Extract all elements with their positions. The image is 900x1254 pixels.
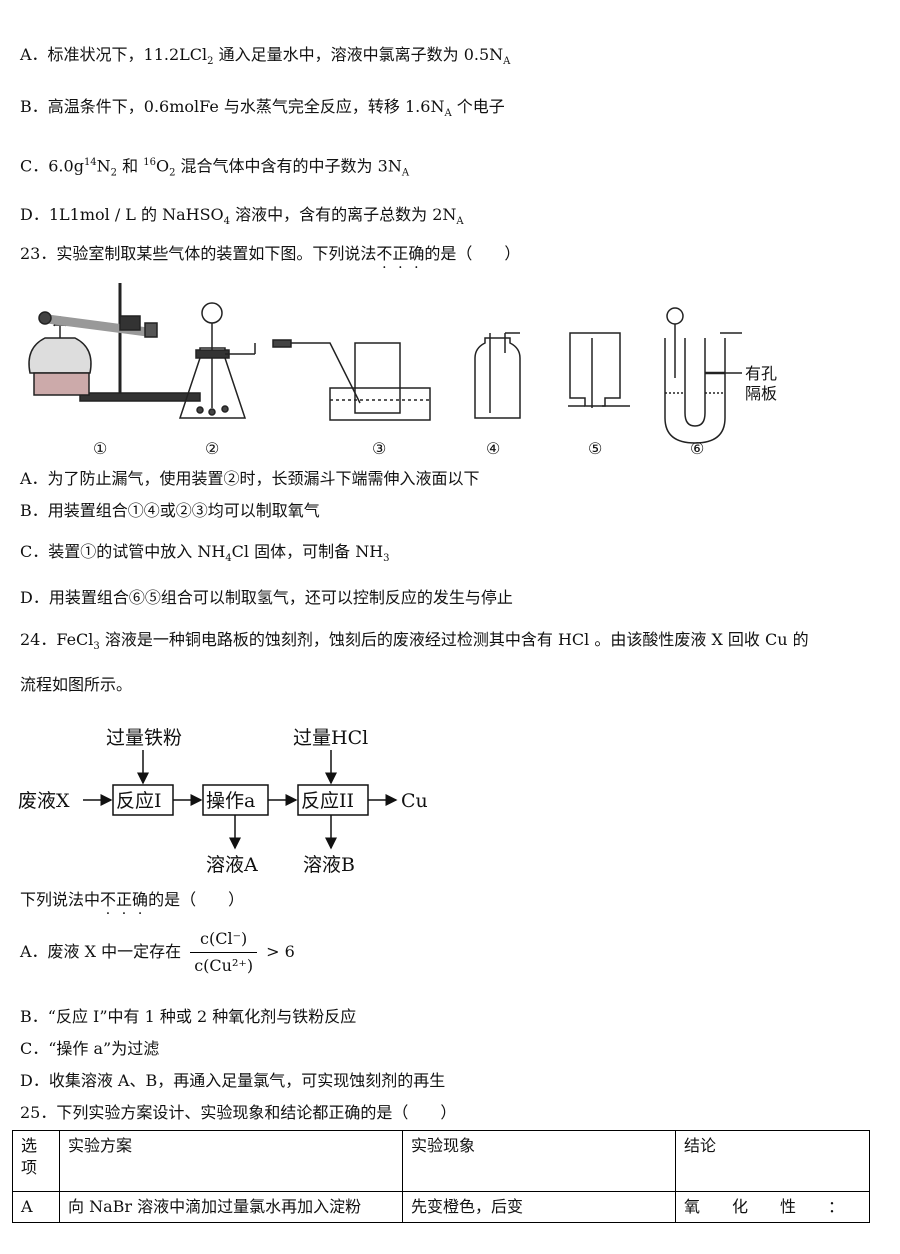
flow-box3-label: 反应II <box>301 790 354 812</box>
q24-stem-line-2: 流程如图所示。 <box>20 675 133 694</box>
label-apparatus-2: ② <box>205 441 219 458</box>
apparatus-6 <box>664 307 742 444</box>
flow-box2-label: 操作a <box>206 790 255 812</box>
q24-stem-line-1: 24．FeCl3 溶液是一种铜电路板的蚀刻剂，蚀刻后的废液经过检测其中含有 HC… <box>20 630 809 653</box>
flow-reagent-2: 过量HCl <box>293 727 368 749</box>
flow-box1-label: 反应I <box>116 790 162 812</box>
q22-option-b: B．高温条件下，0.6molFe 与水蒸气完全反应，转移 1.6NA 个电子 <box>20 97 505 120</box>
q25-stem: 25．下列实验方案设计、实验现象和结论都正确的是（ ） <box>20 1103 457 1122</box>
apparatus-3 <box>272 339 431 421</box>
header-option: 选项 <box>12 1130 60 1192</box>
label-partition-1: 有孔 <box>745 365 777 383</box>
label-apparatus-6: ⑥ <box>690 441 704 458</box>
ratio-fraction: c(Cl⁻) c(Cu²⁺) <box>190 926 258 979</box>
q24-option-b: B．“反应 I”中有 1 种或 2 种氧化剂与铁粉反应 <box>20 1007 357 1026</box>
table-header-row: 选项 实验方案 实验现象 结论 <box>12 1130 870 1192</box>
apparatus-figure: ① ② ③ ④ ⑤ ⑥ 有孔 隔板 <box>28 283 777 458</box>
row-a-conclusion: 氧 化 性 ： <box>675 1191 870 1223</box>
row-a-phenomenon: 先变橙色，后变 <box>402 1191 676 1223</box>
flow-diagram: 废液X 反应I 操作a 反应II Cu 过量铁粉 过量HCl 溶液A 溶液B <box>18 727 428 876</box>
label-apparatus-5: ⑤ <box>588 441 602 458</box>
q24-option-d: D．收集溶液 A、B，再通入足量氯气，可实现蚀刻剂的再生 <box>20 1071 446 1090</box>
flow-reagent-1: 过量铁粉 <box>106 727 182 749</box>
q25-table: 选项 实验方案 实验现象 结论 A 向 NaBr 溶液中滴加过量氯水再加入淀粉 … <box>12 1130 870 1223</box>
flow-output: Cu <box>401 790 428 812</box>
apparatus-5 <box>568 332 630 408</box>
q23-option-c: C．装置①的试管中放入 NH4Cl 固体，可制备 NH3 <box>20 542 390 565</box>
apparatus-2 <box>178 302 256 419</box>
row-a-option: A <box>12 1191 60 1223</box>
header-phenomenon: 实验现象 <box>402 1130 676 1192</box>
table-row: A 向 NaBr 溶液中滴加过量氯水再加入淀粉 先变橙色，后变 氧 化 性 ： <box>12 1191 870 1223</box>
header-conclusion: 结论 <box>675 1130 870 1192</box>
q22-option-c: C．6.0g14N2 和 16O2 混合气体中含有的中子数为 3NA <box>20 156 410 179</box>
label-partition-2: 隔板 <box>745 385 777 403</box>
flow-out-1: 溶液A <box>206 854 258 876</box>
q23-stem: 23．实验室制取某些气体的装置如下图。下列说法不正确的是（ ） <box>20 243 520 265</box>
label-apparatus-4: ④ <box>486 441 500 458</box>
q22-option-a: A．标准状况下，11.2LCl2 通入足量水中，溶液中氯离子数为 0.5NA <box>20 45 511 68</box>
q23-option-b: B．用装置组合①④或②③均可以制取氧气 <box>20 501 320 520</box>
label-apparatus-1: ① <box>93 441 107 458</box>
q24-option-c: C．“操作 a”为过滤 <box>20 1039 160 1058</box>
flow-input: 废液X <box>18 790 70 812</box>
apparatus-4 <box>474 332 521 419</box>
q23-option-d: D．用装置组合⑥⑤组合可以制取氢气，还可以控制反应的发生与停止 <box>20 588 513 607</box>
q22-option-d: D．1L1mol / L 的 NaHSO4 溶液中，含有的离子总数为 2NA <box>20 205 464 228</box>
header-scheme: 实验方案 <box>59 1130 403 1192</box>
row-a-scheme: 向 NaBr 溶液中滴加过量氯水再加入淀粉 <box>59 1191 403 1223</box>
q23-option-a: A．为了防止漏气，使用装置②时，长颈漏斗下端需伸入液面以下 <box>20 469 480 488</box>
q24-question: 下列说法中不正确的是（ ） <box>20 889 244 911</box>
apparatus-1 <box>28 283 201 402</box>
flow-out-2: 溶液B <box>303 854 355 876</box>
q24-option-a: A．废液 X 中一定存在 c(Cl⁻) c(Cu²⁺) > 6 <box>20 926 295 979</box>
label-apparatus-3: ③ <box>372 441 386 458</box>
